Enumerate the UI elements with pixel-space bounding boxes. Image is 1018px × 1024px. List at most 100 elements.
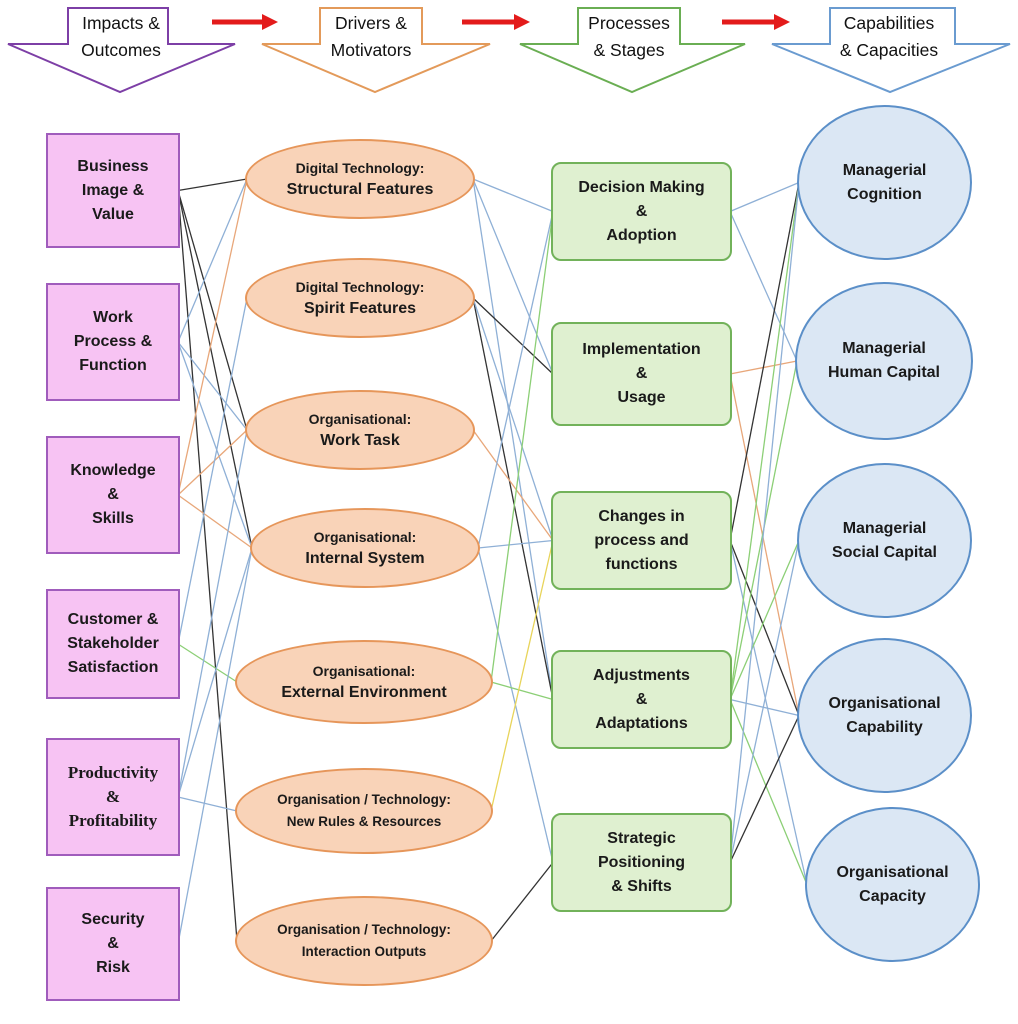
edge-i1-d1 <box>177 178 248 192</box>
process-label: Adaptations <box>595 714 688 732</box>
driver-label-bottom: New Rules & Resources <box>286 814 442 829</box>
header-impacts-line1: Impacts & <box>82 13 160 33</box>
edge-i4-d5 <box>177 643 238 683</box>
edge-i3-d4 <box>177 494 253 549</box>
impact-label: Work <box>93 309 133 326</box>
impact-knowledge-skills: Knowledge & Skills <box>46 436 180 554</box>
capability-managerial-cognition: Managerial Cognition <box>797 105 972 260</box>
capability-label: Managerial <box>842 519 927 537</box>
driver-label-top: Organisational: <box>308 411 412 427</box>
edge-i5-d3 <box>177 429 248 798</box>
edge-p3-c5 <box>729 540 808 885</box>
process-label: Adjustments <box>593 666 690 684</box>
edge-d5-p1 <box>490 211 554 683</box>
driver-work-task: Organisational: Work Task <box>245 390 475 470</box>
header-arrow-processes <box>519 7 746 94</box>
capability-label: Human Capital <box>827 364 940 381</box>
header-impacts: Impacts & Outcomes <box>36 10 206 64</box>
flow-arrow-3 <box>722 14 790 30</box>
edge-i2-d4 <box>177 341 253 549</box>
edge-i2-d3 <box>177 341 248 431</box>
edge-p1-c1 <box>729 181 800 213</box>
edge-p4-c4 <box>729 698 800 717</box>
process-label: Implementation <box>582 341 701 358</box>
impact-label: Stakeholder <box>67 635 159 652</box>
driver-label-top: Organisation / Technology: <box>277 792 451 807</box>
driver-label-bottom: Spirit Features <box>303 300 417 317</box>
driver-label-top: Digital Technology: <box>295 279 425 295</box>
edge-p1-c2 <box>729 211 798 362</box>
impact-label: Business <box>77 157 149 175</box>
impact-label: Customer & <box>67 611 159 628</box>
impact-label: & <box>107 935 119 952</box>
edge-i6-d4 <box>177 547 253 945</box>
edge-d2-p3 <box>472 297 554 541</box>
process-label: Adoption <box>606 226 677 244</box>
header-processes-line2: & Stages <box>593 40 665 60</box>
process-implementation-usage: Implementation & Usage <box>551 322 732 426</box>
edge-p3-c1 <box>729 182 800 541</box>
driver-label-top: Organisation / Technology: <box>277 922 451 937</box>
header-capabilities-line1: Capabilities <box>843 13 935 33</box>
edge-p2-c4 <box>729 373 800 716</box>
header-arrow-impacts <box>7 7 236 94</box>
impact-label: Image & <box>81 181 145 199</box>
impact-label: Profitability <box>68 811 158 830</box>
impact-customer-stakeholder-satisfaction: Customer & Stakeholder Satisfaction <box>46 589 180 699</box>
edge-d4-p3 <box>477 539 554 549</box>
header-capabilities-line2: & Capacities <box>839 40 939 60</box>
flow-arrow-1 <box>212 14 278 30</box>
edge-p5-c4 <box>729 715 800 863</box>
impact-label: Process & <box>73 333 153 350</box>
driver-external-environment: Organisational: External Environment <box>235 640 493 724</box>
driver-label-top: Organisational: <box>312 663 416 679</box>
process-label: process and <box>594 531 689 549</box>
process-label: functions <box>605 555 678 573</box>
edge-p4-c5 <box>729 699 808 885</box>
driver-label-bottom: Work Task <box>320 432 400 449</box>
process-label: Strategic <box>607 829 676 847</box>
edge-d7-p5 <box>490 862 554 942</box>
impact-label: Security <box>81 911 145 928</box>
header-capabilities: Capabilities & Capacities <box>804 10 974 64</box>
impact-label: & <box>107 486 119 503</box>
capability-label: Organisational <box>836 863 949 881</box>
edge-p4-c1 <box>729 182 800 700</box>
driver-label-top: Organisational: <box>313 529 417 545</box>
process-label: Changes in <box>598 507 685 525</box>
edge-d5-p4 <box>490 681 554 701</box>
impact-work-process-function: Work Process & Function <box>46 283 180 401</box>
edge-i5-d6 <box>177 796 238 812</box>
header-impacts-line2: Outcomes <box>81 40 161 60</box>
capability-organisational-capacity: Organisational Capacity <box>805 807 980 962</box>
edge-d1-p4 <box>472 178 554 700</box>
impact-productivity-profitability: Productivity & Profitability <box>46 738 180 856</box>
edge-p3-c4 <box>729 540 800 716</box>
header-processes-line1: Processes <box>588 13 670 33</box>
impact-label: Risk <box>96 959 130 976</box>
capability-label: Capacity <box>859 887 926 905</box>
process-adjustments-adaptations: Adjustments & Adaptations <box>551 650 732 749</box>
impact-label: & <box>105 787 121 806</box>
edge-i3-d1 <box>177 178 248 496</box>
impact-label: Productivity <box>67 763 159 782</box>
capability-managerial-human-capital: Managerial Human Capital <box>795 282 973 440</box>
impact-label: Knowledge <box>70 462 156 479</box>
edge-i1-d4 <box>177 190 253 549</box>
edge-d6-p3 <box>490 540 554 812</box>
process-label: & <box>635 690 648 708</box>
impact-security-risk: Security & Risk <box>46 887 180 1001</box>
driver-label-top: Digital Technology: <box>295 160 425 176</box>
process-changes-in-process-functions: Changes in process and functions <box>551 491 732 590</box>
edge-d2-p2 <box>472 297 554 375</box>
edge-i5-d4 <box>177 547 253 798</box>
edge-i1-d7 <box>177 190 238 942</box>
driver-label-bottom: Interaction Outputs <box>301 944 427 959</box>
header-processes: Processes & Stages <box>544 10 714 64</box>
edge-i3-d3 <box>177 429 248 496</box>
process-label: & Shifts <box>611 877 672 895</box>
edge-d1-p1 <box>472 178 554 213</box>
header-arrow-capabilities <box>771 7 1011 94</box>
edge-d1-p2 <box>472 178 554 375</box>
